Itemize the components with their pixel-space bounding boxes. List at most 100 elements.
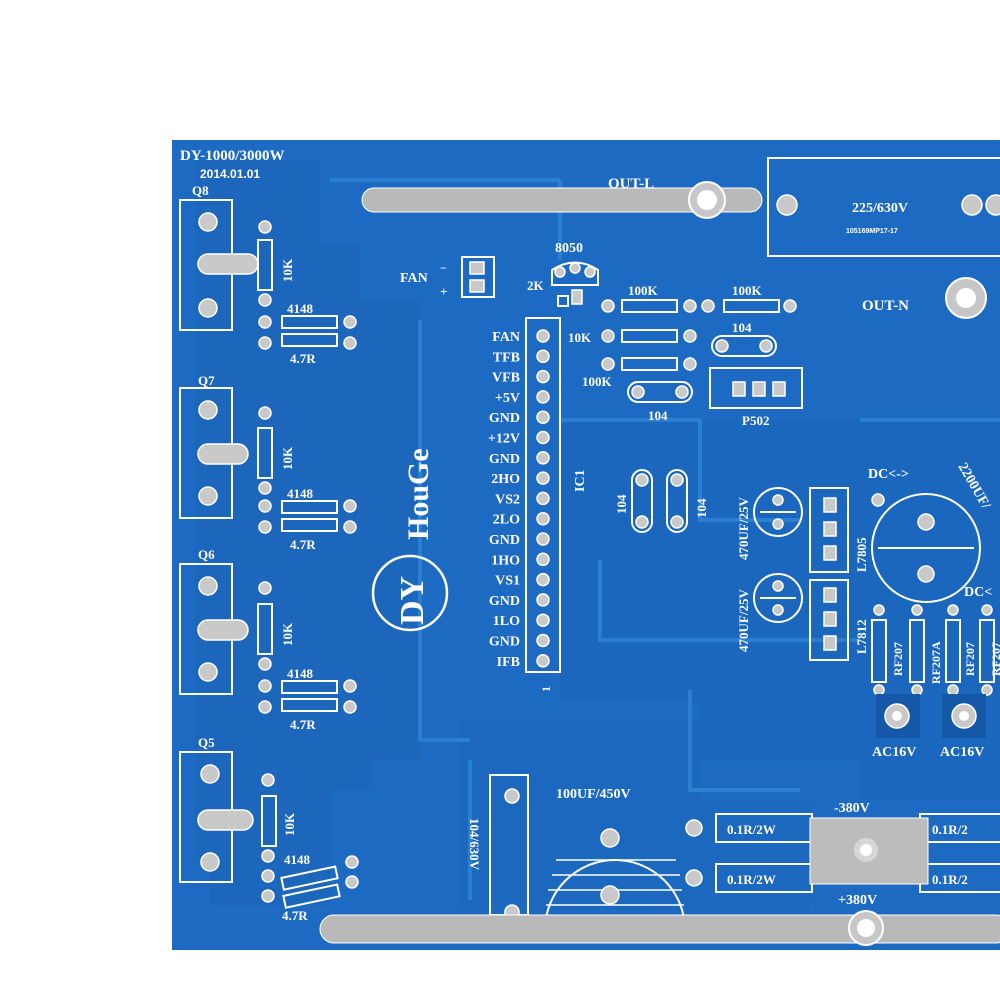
pad — [345, 875, 359, 889]
resistor-outline — [621, 299, 678, 313]
electrolytic-capacitor-outline — [753, 573, 803, 623]
pad — [601, 357, 615, 371]
transistor-label: Q8 — [192, 183, 209, 198]
resistor-label: 4.7R — [282, 908, 308, 923]
resistor-outline — [557, 295, 569, 307]
l7805-outline — [809, 487, 849, 573]
pad-slot — [197, 619, 249, 641]
p502-connector-outline — [709, 367, 803, 409]
dc-label: DC<-> — [868, 467, 909, 482]
pad — [200, 852, 220, 872]
pad — [571, 289, 583, 305]
bottom-bus-bar — [319, 914, 1000, 944]
ic1-pin-pad — [536, 633, 550, 648]
resistor-outline — [281, 518, 338, 532]
pad — [258, 336, 272, 350]
electrolytic-capacitor-outline — [753, 487, 803, 537]
hole — [892, 711, 902, 721]
pad — [823, 635, 837, 651]
fan-connector-outline — [461, 256, 495, 298]
resistor-label: 10K — [280, 622, 295, 646]
diode-label: 4148 — [287, 666, 314, 681]
pad — [198, 400, 218, 420]
diode-label: 4148 — [287, 301, 314, 316]
pad — [683, 299, 697, 313]
pad — [772, 518, 784, 530]
pad — [823, 611, 837, 627]
capacitor-630v-label: 104/630V — [467, 818, 482, 871]
ic1-pin-label: VS1 — [495, 574, 520, 589]
ic1-pin-label: GND — [489, 452, 520, 467]
pad — [675, 385, 689, 399]
pad — [759, 339, 773, 353]
capacitor-label: 470UF/25V — [736, 589, 751, 652]
rf207-label: RF207 — [989, 642, 1000, 676]
ic1-pin-label: 2HO — [491, 472, 520, 487]
ic1-label: IC1 — [573, 469, 588, 492]
plus-380v-label: +380V — [838, 893, 877, 908]
resistor-label: 10K — [280, 258, 295, 282]
hole — [959, 711, 969, 721]
big-electrolytic-outline — [871, 493, 981, 603]
capacitor-label: 104 — [614, 494, 629, 514]
pad — [343, 315, 357, 329]
capacitor-outline — [631, 469, 653, 533]
ic1-pin-label: GND — [489, 533, 520, 548]
pad — [261, 889, 275, 903]
pad — [469, 279, 485, 293]
copper-plane-bottom — [460, 720, 810, 910]
resistor-label: 100K — [628, 283, 659, 298]
pad — [600, 885, 620, 905]
pad — [917, 513, 935, 531]
pad — [670, 473, 684, 487]
pad — [685, 869, 703, 887]
ac16v-label: AC16V — [872, 745, 916, 760]
transistor-row-q8: Q8 10K 4148 4.7R — [179, 183, 357, 366]
shunt-resistor-label: 0.1R/2W — [727, 872, 776, 887]
capacitor-label: 104 — [732, 320, 752, 335]
ic1-pin-label: FAN — [492, 330, 520, 345]
trace — [418, 320, 470, 742]
pad — [198, 486, 218, 506]
fan-label: FAN — [400, 271, 428, 286]
transistor-row-q6: Q6 10K 4148 4.7R — [179, 547, 357, 732]
ic1-pin-pad — [536, 471, 550, 485]
rf207-label: RF207A — [929, 641, 943, 684]
rf207-diode-group — [871, 604, 995, 696]
logo-name: HouGe — [402, 448, 435, 540]
ic1-pin-pad — [536, 410, 550, 424]
hole — [956, 288, 976, 308]
resistor-label: 100K — [732, 283, 763, 298]
out-l-bus-bar — [361, 187, 763, 213]
ic1-pin-pad — [536, 511, 550, 526]
fan-plus-label: + — [440, 284, 447, 299]
pad — [685, 819, 703, 837]
ic1-pin-pad — [536, 532, 550, 546]
fan-minus-label: − — [440, 261, 447, 275]
ic1-pin-label: 1LO — [493, 614, 520, 629]
pad — [261, 849, 275, 863]
pad — [683, 357, 697, 371]
pad — [871, 493, 885, 507]
pad — [258, 315, 272, 329]
pad — [345, 855, 359, 869]
pad — [670, 515, 684, 529]
pad — [715, 339, 729, 353]
pad — [772, 604, 784, 616]
pad — [258, 700, 272, 714]
p502-label: P502 — [742, 413, 769, 428]
ic1-pin-pad — [536, 613, 550, 627]
diode-outline — [281, 315, 338, 329]
ic1-pin-pad — [536, 451, 550, 465]
ic1-pin-pad — [536, 593, 550, 607]
resistor-outline — [621, 329, 678, 343]
resistor-label: 10K — [282, 812, 297, 836]
resistor-outline — [282, 883, 341, 909]
pad — [752, 381, 766, 397]
resistor-outline — [257, 427, 273, 479]
pad — [772, 494, 784, 506]
pad — [701, 299, 715, 313]
resistor-outline — [621, 357, 678, 371]
capacitor-outline — [627, 381, 693, 403]
ic1-pin-label: GND — [489, 635, 520, 650]
